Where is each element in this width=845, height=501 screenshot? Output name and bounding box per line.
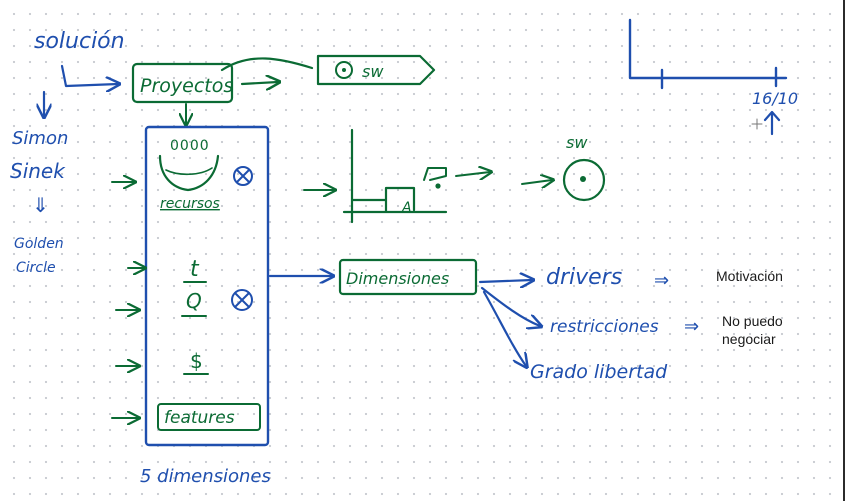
recursos-x-icon (233, 166, 253, 186)
arrow-chart-right (455, 172, 490, 176)
sw-box-target-icon (335, 61, 353, 79)
label-money: $ (190, 349, 203, 373)
label-circle: Circle (16, 260, 56, 276)
features-box (157, 403, 261, 431)
label-double-arrow: ⇓ (32, 193, 49, 217)
label-recursos-dots: 0000 (170, 138, 210, 154)
label-a: A (401, 200, 412, 216)
text-motivacion: Motivación (716, 268, 783, 284)
recursos-pot-icon (158, 154, 220, 192)
label-golden: Golden (14, 236, 64, 252)
label-cinco-dimensiones: 5 dimensiones (140, 466, 271, 487)
arrow-to-restricciones (480, 286, 540, 326)
chart-flag-icon (423, 167, 447, 181)
implies-restricciones-icon: ⇒ (684, 316, 699, 337)
label-grado-libertad: Grado libertad (530, 361, 668, 383)
label-recursos: recursos (160, 196, 220, 212)
text-negociar: negociar (722, 331, 776, 347)
arrow-to-grado-libertad (482, 290, 526, 366)
label-drivers: drivers (546, 265, 622, 290)
label-t: t (190, 257, 200, 282)
label-features: features (164, 408, 235, 428)
curve-proyectos-to-sw (220, 57, 314, 72)
label-date: 16/10 (752, 89, 798, 108)
text-no-puedo: No puedo (722, 313, 783, 329)
label-q: Q (186, 289, 202, 313)
sw-box (316, 54, 436, 86)
arrow-solucion-to-proyectos (60, 64, 118, 86)
label-proyectos: Proyectos (140, 75, 233, 97)
label-solucion: solución (34, 29, 125, 54)
label-sinek: Sinek (10, 159, 66, 183)
date-up-arrow-icon (763, 110, 781, 136)
label-dimensiones: Dimensiones (346, 269, 449, 288)
step-chart (342, 128, 448, 224)
label-simon: Simon (12, 128, 68, 149)
arrow-proyectos-right (240, 82, 278, 84)
window-edge (843, 0, 845, 501)
label-restricciones: restricciones (550, 317, 659, 337)
proyectos-box (131, 62, 234, 104)
tq-x-icon (231, 289, 253, 311)
label-sw-box: sw (362, 62, 384, 81)
axes-sketch (628, 18, 788, 90)
dimensions-column-box (144, 125, 270, 447)
crosshair-cursor-icon (751, 118, 763, 130)
implies-drivers-icon: ⇒ (654, 270, 669, 291)
sw-circle (562, 158, 606, 202)
arrow-to-sw-circle (521, 180, 552, 184)
label-sw-circle: sw (566, 133, 588, 152)
arrow-to-drivers (478, 280, 532, 282)
dimensiones-box (338, 258, 478, 296)
